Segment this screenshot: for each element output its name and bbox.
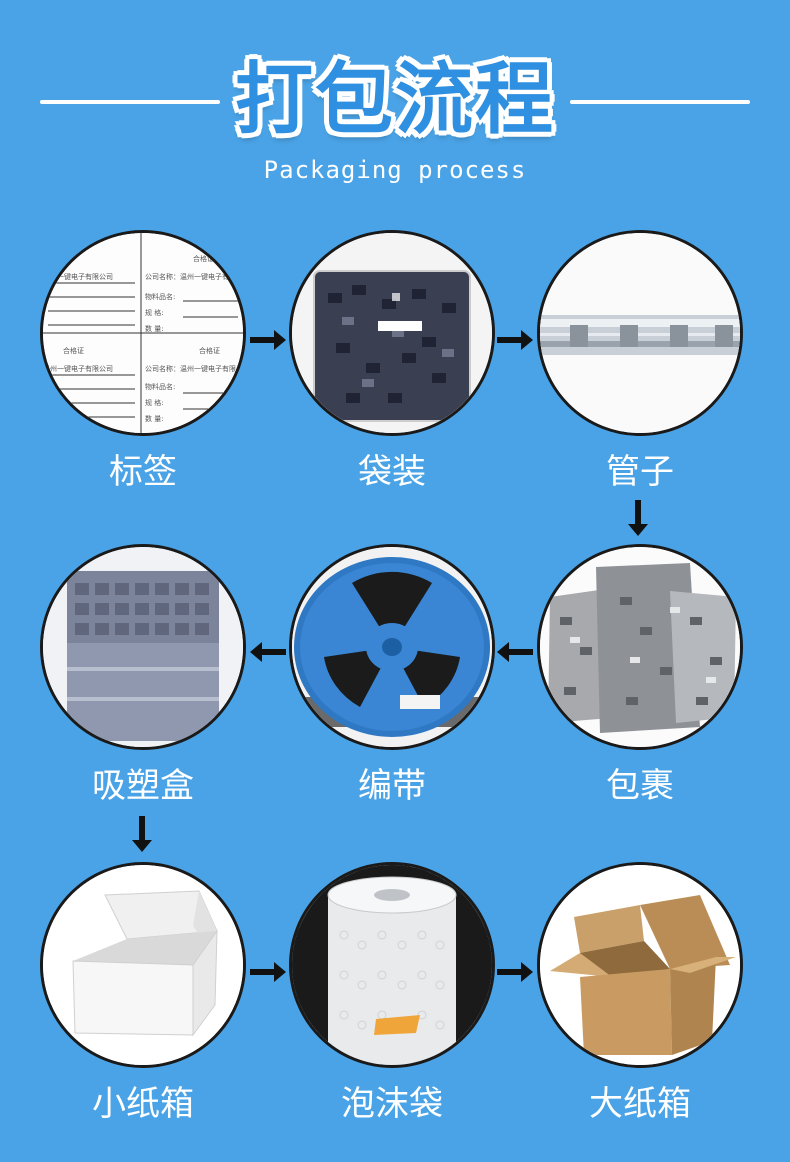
step-tube: 管子 <box>537 230 743 492</box>
step-large-carton-name: 大纸箱 <box>589 1084 691 1124</box>
arrow-right-icon <box>497 962 533 982</box>
step-tube-name: 管子 <box>606 452 674 492</box>
step-bubble-wrap: 泡沫袋 <box>289 862 495 1124</box>
large-carton-icon <box>537 862 743 1068</box>
step-large-carton: 大纸箱 <box>537 862 743 1124</box>
label-card-field-spec-b: 规 格: <box>145 398 164 407</box>
label-card-field-material: 物料品名: <box>145 292 175 301</box>
step-bubble-wrap-name: 泡沫袋 <box>341 1084 443 1124</box>
label-card-icon: 合格证 温州一键电子有限公司 公司名称：温州一键电子有限公司 物料品名: 规 格… <box>40 230 246 436</box>
step-wrapped-name: 包裹 <box>606 766 674 806</box>
label-card-title-br: 合格证 <box>199 346 220 355</box>
step-label: 合格证 温州一键电子有限公司 公司名称：温州一键电子有限公司 物料品名: 规 格… <box>40 230 246 492</box>
label-card-title-tr: 合格证 <box>193 254 214 263</box>
label-card-field-spec: 规 格: <box>145 308 164 317</box>
bagged-components-icon <box>289 230 495 436</box>
arrow-right-icon <box>250 330 286 350</box>
step-bagged: 袋装 <box>289 230 495 492</box>
step-wrapped: 包裹 <box>537 544 743 806</box>
label-card-field-qty: 数 量: <box>145 324 164 333</box>
bubble-wrap-roll-icon <box>289 862 495 1068</box>
step-small-carton: 小纸箱 <box>40 862 246 1124</box>
arrow-left-icon <box>250 642 286 662</box>
title-section: 打包流程 <box>0 56 790 146</box>
wrapped-packages-icon <box>537 544 743 750</box>
label-card-company-bl: 温州一键电子有限公司 <box>43 364 113 373</box>
label-card-field-qty-b: 数 量: <box>145 414 164 423</box>
page-title: 打包流程 <box>234 55 555 145</box>
label-card-company-tl: 温州一键电子有限公司 <box>43 272 113 281</box>
step-small-carton-name: 小纸箱 <box>92 1084 194 1124</box>
arrow-right-icon <box>497 330 533 350</box>
arrow-right-icon <box>250 962 286 982</box>
step-blister-name: 吸塑盒 <box>92 766 194 806</box>
page-subtitle: Packaging process <box>263 156 527 184</box>
label-card-company-br: 公司名称：温州一键电子有限公司 <box>145 364 243 373</box>
tube-icon <box>537 230 743 436</box>
step-label-name: 标签 <box>109 452 177 492</box>
label-card-title-bl: 合格证 <box>63 346 84 355</box>
step-tape-reel-name: 编带 <box>358 766 426 806</box>
step-tape-reel: 编带 <box>289 544 495 806</box>
title-line-right <box>570 100 750 104</box>
label-card-field-material-b: 物料品名: <box>145 382 175 391</box>
step-blister: 吸塑盒 <box>40 544 246 806</box>
arrow-left-icon <box>497 642 533 662</box>
arrow-down-icon <box>132 816 152 852</box>
title-line-left <box>40 100 220 104</box>
blister-tray-icon <box>40 544 246 750</box>
arrow-down-icon <box>628 500 648 536</box>
step-bagged-name: 袋装 <box>358 452 426 492</box>
small-carton-icon <box>40 862 246 1068</box>
tape-reel-icon <box>289 544 495 750</box>
label-card-company-tr: 公司名称：温州一键电子有限公司 <box>145 272 243 281</box>
